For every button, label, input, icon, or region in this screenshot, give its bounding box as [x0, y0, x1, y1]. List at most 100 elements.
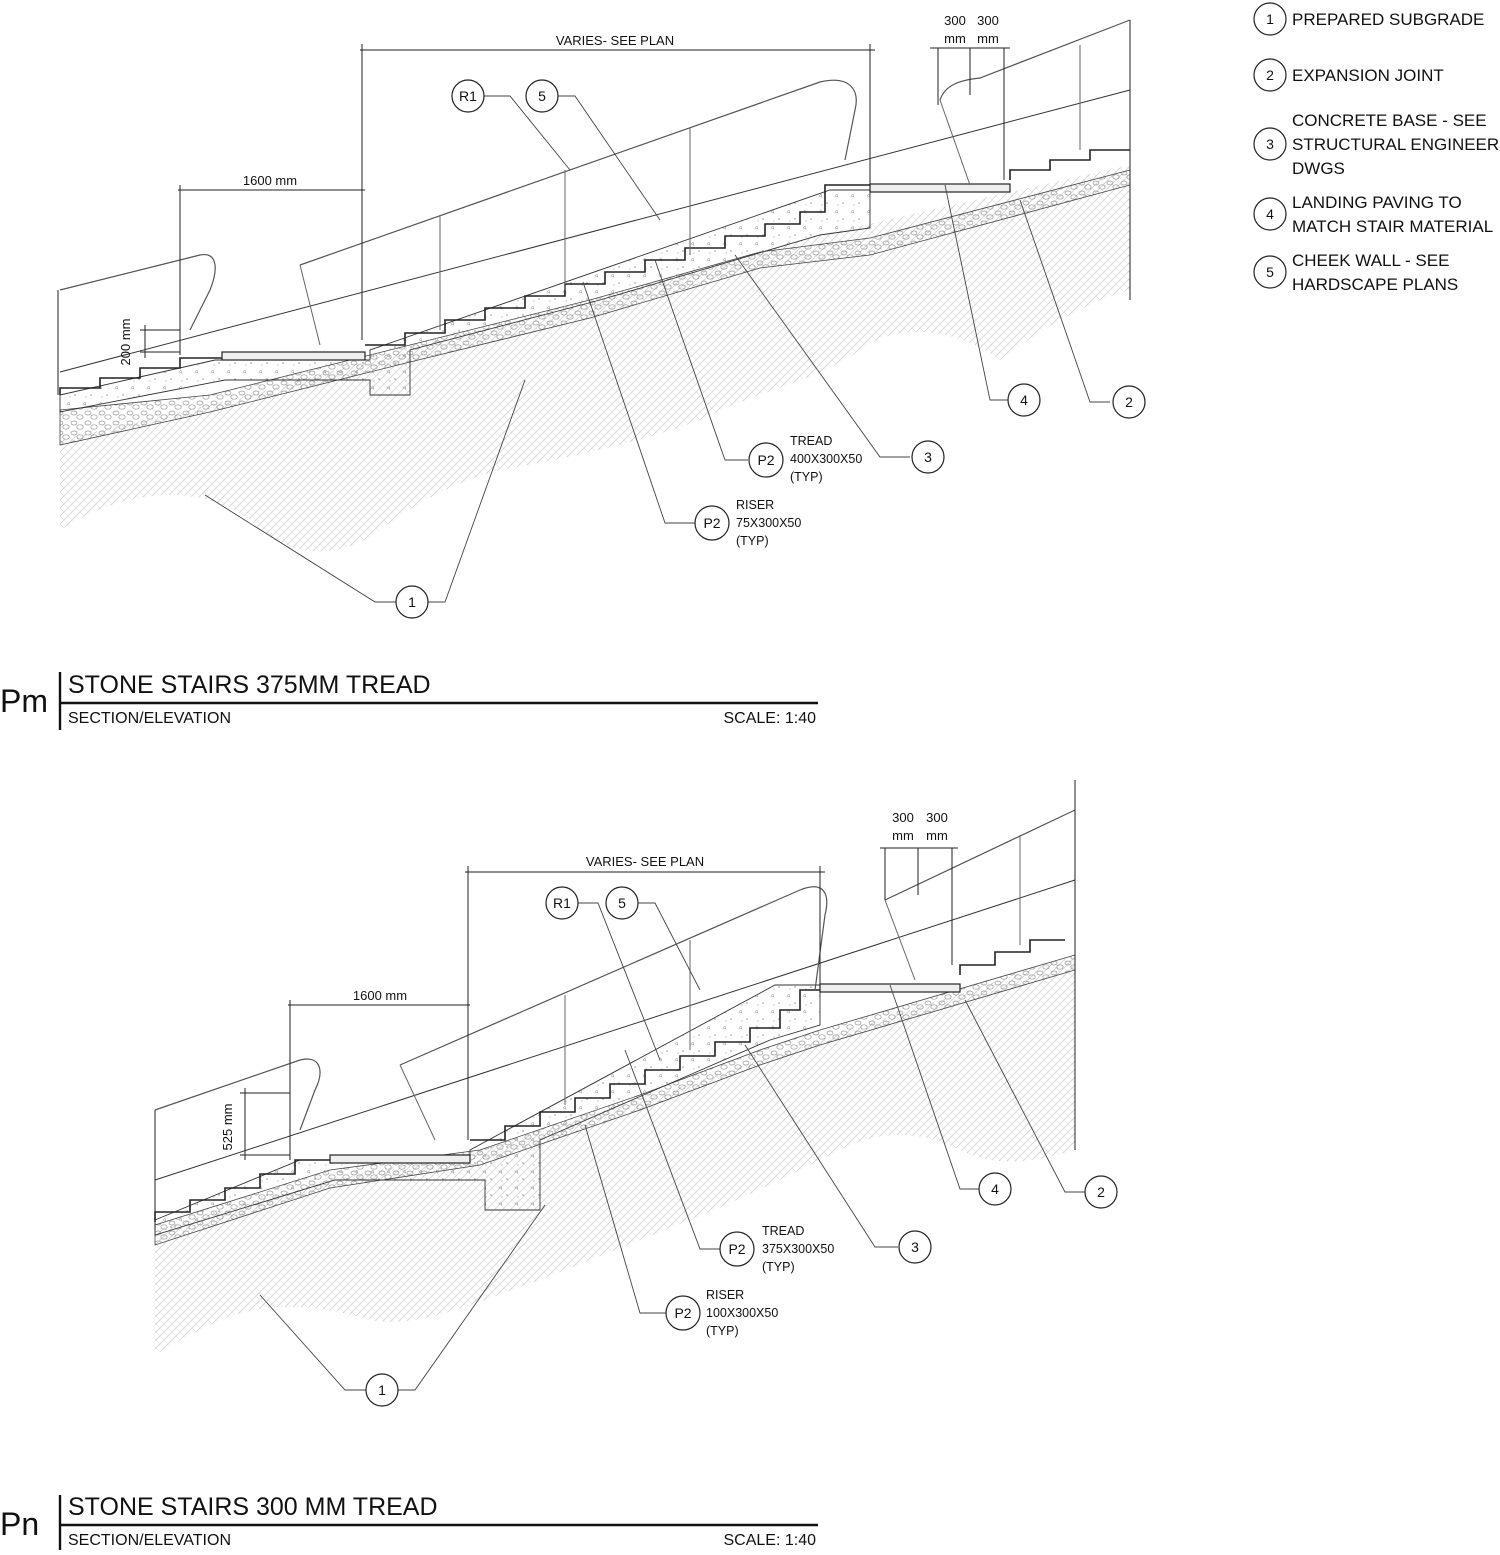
subgrade-hatch: [155, 955, 1075, 1355]
svg-text:100X300X50: 100X300X50: [706, 1306, 778, 1320]
svg-text:3: 3: [911, 1239, 919, 1255]
tread-callout: P2 TREAD 375X300X50 (TYP): [719, 1224, 834, 1274]
svg-text:2: 2: [1097, 1184, 1105, 1200]
svg-text:STRUCTURAL ENGINEER: STRUCTURAL ENGINEER: [1292, 135, 1499, 154]
tag-4: 4: [1007, 383, 1041, 417]
tag-5: 5: [605, 886, 639, 920]
tag-r1: R1: [545, 886, 579, 920]
svg-text:P2: P2: [728, 1241, 745, 1257]
tag-3: 3: [898, 1230, 932, 1264]
svg-text:PREPARED SUBGRADE: PREPARED SUBGRADE: [1292, 10, 1484, 29]
svg-text:400X300X50: 400X300X50: [790, 452, 862, 466]
svg-text:3: 3: [1266, 136, 1274, 152]
section-scale: SCALE: 1:40: [724, 1532, 817, 1549]
svg-text:4: 4: [1266, 206, 1274, 222]
section-pn-drawing: [154, 780, 1085, 1391]
svg-text:(TYP): (TYP): [736, 534, 769, 548]
svg-text:75X300X50: 75X300X50: [736, 516, 801, 530]
svg-text:5: 5: [618, 895, 626, 911]
svg-text:CHEEK WALL - SEE: CHEEK WALL - SEE: [1292, 251, 1449, 270]
landing-paving-upper: [819, 983, 961, 993]
subgrade-hatch: [60, 165, 1130, 552]
svg-text:CONCRETE BASE - SEE: CONCRETE BASE - SEE: [1292, 111, 1487, 130]
tag-1: 1: [365, 1373, 399, 1407]
dimension-lines: [140, 44, 1010, 358]
tag-1: 1: [395, 585, 429, 619]
svg-text:2: 2: [1125, 394, 1133, 410]
section-subtitle: SECTION/ELEVATION: [68, 710, 231, 727]
handrail: [59, 19, 1131, 331]
tag-2: 2: [1112, 385, 1146, 419]
concrete-base: [59, 189, 871, 413]
stair-steps-lower: [59, 357, 222, 395]
svg-text:EXPANSION JOINT: EXPANSION JOINT: [1292, 66, 1444, 85]
svg-text:RISER: RISER: [736, 498, 774, 512]
title-block-pm: Pm STONE STAIRS 375MM TREAD SECTION/ELEV…: [0, 671, 818, 730]
section-title: STONE STAIRS 300 MM TREAD: [68, 1493, 438, 1521]
section-code: Pm: [0, 683, 48, 719]
handrail-posts: [299, 45, 1081, 346]
leader-lines: [259, 902, 1085, 1391]
svg-text:MATCH STAIR MATERIAL: MATCH STAIR MATERIAL: [1292, 217, 1493, 236]
handrail: [154, 809, 1076, 1131]
section-title: STONE STAIRS 375MM TREAD: [68, 671, 431, 699]
dim-300a-unit: mm: [892, 828, 914, 843]
tag-3: 3: [911, 440, 945, 474]
svg-text:(TYP): (TYP): [706, 1324, 739, 1338]
tread-callout: P2 TREAD 400X300X50 (TYP): [748, 434, 862, 484]
landing-paving: [329, 1154, 471, 1164]
svg-text:1: 1: [408, 594, 416, 610]
section-pm-drawing: [57, 19, 1131, 603]
dim-height: 200 mm: [118, 319, 133, 366]
svg-text:4: 4: [1020, 392, 1028, 408]
cheek-wall-line: [59, 89, 1131, 373]
svg-text:5: 5: [538, 88, 546, 104]
legend: 1 PREPARED SUBGRADE 2 EXPANSION JOINT 3 …: [1253, 2, 1499, 294]
dim-landing: 1600 mm: [353, 988, 407, 1003]
legend-item-4: 4 LANDING PAVING TO MATCH STAIR MATERIAL: [1253, 193, 1493, 236]
tag-5: 5: [525, 79, 559, 113]
riser-callout: P2 RISER 75X300X50 (TYP): [694, 498, 801, 548]
svg-text:3: 3: [924, 449, 932, 465]
svg-text:4: 4: [991, 1181, 999, 1197]
svg-text:5: 5: [1266, 264, 1274, 280]
svg-text:TREAD: TREAD: [790, 434, 832, 448]
dim-varies: VARIES- SEE PLAN: [556, 33, 674, 48]
stair-steps-upper: [1009, 149, 1130, 180]
stair-steps-upper: [959, 939, 1065, 975]
svg-text:P2: P2: [674, 1305, 691, 1321]
section-scale: SCALE: 1:40: [724, 710, 817, 727]
landing-paving: [221, 351, 366, 361]
dim-300a-unit: mm: [944, 31, 966, 46]
section-pn-labels: VARIES- SEE PLAN 1600 mm 525 mm 300 mm 3…: [220, 810, 1118, 1407]
handrail-posts: [399, 835, 1021, 1141]
stair-steps-lower: [154, 1159, 330, 1222]
svg-text:DWGS: DWGS: [1292, 159, 1345, 178]
dim-300b-value: 300: [926, 810, 948, 825]
cheek-wall-line: [154, 879, 1076, 1181]
svg-text:R1: R1: [553, 895, 571, 911]
svg-text:375X300X50: 375X300X50: [762, 1242, 834, 1256]
svg-text:P2: P2: [757, 452, 774, 468]
svg-text:LANDING PAVING TO: LANDING PAVING TO: [1292, 193, 1462, 212]
section-code: Pn: [0, 1506, 39, 1542]
dim-300a-value: 300: [892, 810, 914, 825]
dim-300b-unit: mm: [977, 31, 999, 46]
stair-steps-main: [470, 989, 820, 1141]
section-pm-labels: VARIES- SEE PLAN 1600 mm 200 mm 300 mm 3…: [118, 13, 1146, 619]
dim-varies: VARIES- SEE PLAN: [586, 854, 704, 869]
svg-text:(TYP): (TYP): [762, 1260, 795, 1274]
tag-4: 4: [978, 1172, 1012, 1206]
svg-text:2: 2: [1266, 67, 1274, 83]
leader-lines: [204, 95, 1110, 603]
svg-text:P2: P2: [703, 515, 720, 531]
svg-text:TREAD: TREAD: [762, 1224, 804, 1238]
riser-callout: P2 RISER 100X300X50 (TYP): [665, 1288, 778, 1338]
landing-paving-upper: [869, 183, 1011, 193]
legend-item-5: 5 CHEEK WALL - SEE HARDSCAPE PLANS: [1253, 251, 1458, 294]
dim-300b-unit: mm: [926, 828, 948, 843]
svg-text:(TYP): (TYP): [790, 470, 823, 484]
stair-steps-main: [365, 184, 870, 346]
